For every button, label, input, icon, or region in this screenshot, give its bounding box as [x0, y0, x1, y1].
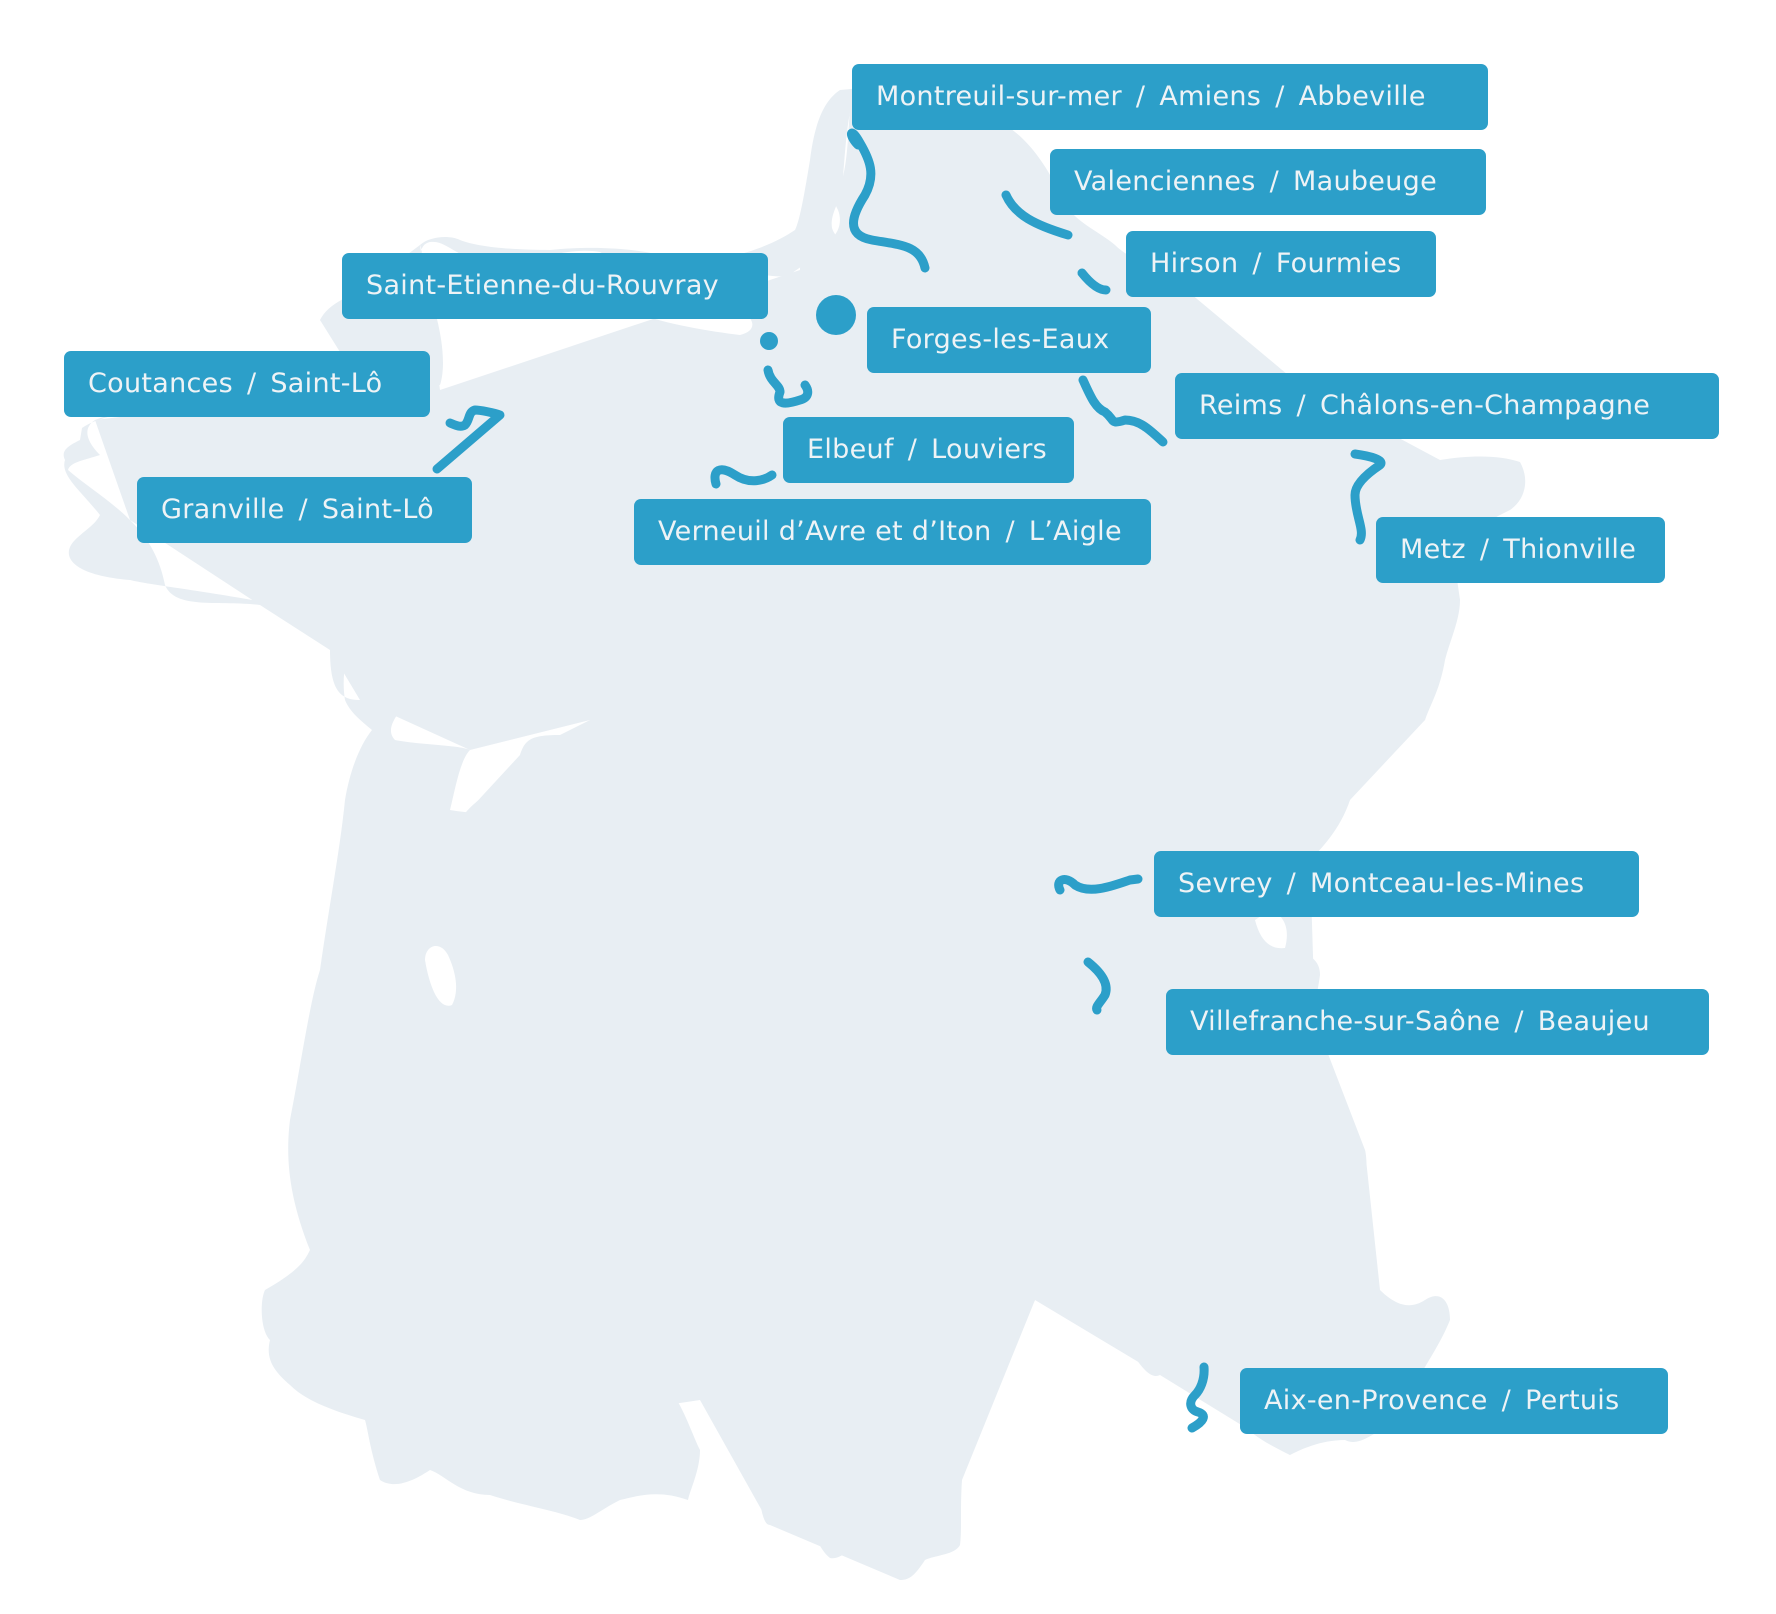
separator: / — [1269, 166, 1280, 197]
separator: / — [298, 494, 308, 525]
separator: / — [1275, 81, 1285, 112]
dot-forges — [816, 295, 856, 335]
location-label-montreuil[interactable]: Montreuil-sur-mer / Amiens / Abbeville — [852, 64, 1488, 130]
location-label-villefranche[interactable]: Villefranche-sur-Saône / Beaujeu — [1166, 989, 1709, 1055]
place-name: Maubeuge — [1293, 166, 1437, 197]
separator: / — [1286, 868, 1297, 899]
connector-verneuil — [710, 465, 777, 489]
location-label-metz[interactable]: Metz / Thionville — [1376, 517, 1665, 583]
location-label-forges[interactable]: Forges-les-Eaux — [867, 307, 1151, 373]
place-name: Reims — [1199, 390, 1283, 421]
location-label-sevrey[interactable]: Sevrey / Montceau-les-Mines — [1154, 851, 1639, 917]
place-name: Pertuis — [1525, 1385, 1620, 1416]
place-name: Hirson — [1150, 248, 1239, 279]
east-notch — [1255, 910, 1287, 949]
separator: / — [1479, 534, 1490, 565]
place-name: Saint-Lô — [270, 368, 383, 399]
connector-reims — [1078, 375, 1168, 447]
place-name: Coutances — [88, 368, 233, 399]
gironde-notch — [425, 945, 457, 1006]
place-name: Saint-Lô — [321, 494, 435, 525]
place-name: Thionville — [1503, 534, 1637, 565]
separator: / — [1252, 248, 1262, 279]
connector-villefranche — [1083, 957, 1111, 1015]
separator: / — [1501, 1385, 1512, 1416]
separator: / — [1296, 390, 1306, 421]
dot-saint-etienne — [760, 332, 778, 350]
place-name: Abbeville — [1298, 81, 1426, 112]
place-name: Amiens — [1159, 81, 1262, 112]
separator: / — [1135, 81, 1146, 112]
connector-metz — [1350, 449, 1386, 545]
separator: / — [1514, 1006, 1524, 1037]
place-name: Aix-en-Provence — [1264, 1385, 1488, 1416]
place-name: Villefranche-sur-Saône — [1190, 1006, 1501, 1037]
place-name: Sevrey — [1178, 868, 1273, 899]
place-name: Metz — [1400, 534, 1466, 565]
place-name: Montceau-les-Mines — [1310, 868, 1585, 899]
location-label-reims[interactable]: Reims / Châlons-en-Champagne — [1175, 373, 1719, 439]
place-name: Elbeuf — [807, 434, 894, 465]
location-label-verneuil[interactable]: Verneuil d’Avre et d’Iton / L’Aigle — [634, 499, 1151, 565]
place-name: Fourmies — [1275, 248, 1402, 279]
place-name: L’Aigle — [1028, 516, 1122, 547]
connector-granville — [432, 405, 505, 474]
place-name: Verneuil d’Avre et d’Iton — [658, 516, 992, 547]
place-name: Saint-Etienne-du-Rouvray — [366, 270, 719, 301]
place-name: Valenciennes — [1074, 166, 1256, 197]
connector-aix — [1186, 1362, 1209, 1433]
separator: / — [907, 434, 918, 465]
location-label-hirson[interactable]: Hirson / Fourmies — [1126, 231, 1436, 297]
connector-hirson — [1077, 268, 1111, 295]
place-name: Louviers — [931, 434, 1047, 465]
place-name: Forges-les-Eaux — [891, 324, 1110, 355]
location-label-saint-etienne[interactable]: Saint-Etienne-du-Rouvray — [342, 253, 768, 319]
separator: / — [1005, 516, 1015, 547]
france-landmass-center — [95, 245, 1460, 1580]
separator: / — [246, 368, 257, 399]
place-name: Granville — [161, 494, 285, 525]
connector-montreuil — [847, 128, 930, 273]
place-name: Beaujeu — [1537, 1006, 1650, 1037]
location-label-valenciennes[interactable]: Valenciennes / Maubeuge — [1050, 149, 1486, 215]
location-label-coutances[interactable]: Coutances / Saint-Lô — [64, 351, 430, 417]
place-name: Châlons-en-Champagne — [1319, 390, 1651, 421]
location-label-aix[interactable]: Aix-en-Provence / Pertuis — [1240, 1368, 1668, 1434]
connector-elbeuf — [763, 365, 813, 408]
connector-valenciennes — [1001, 190, 1073, 240]
location-label-elbeuf[interactable]: Elbeuf / Louviers — [783, 417, 1074, 483]
place-name: Montreuil-sur-mer — [876, 81, 1122, 112]
connector-sevrey — [1054, 874, 1143, 895]
location-label-granville[interactable]: Granville / Saint-Lô — [137, 477, 472, 543]
